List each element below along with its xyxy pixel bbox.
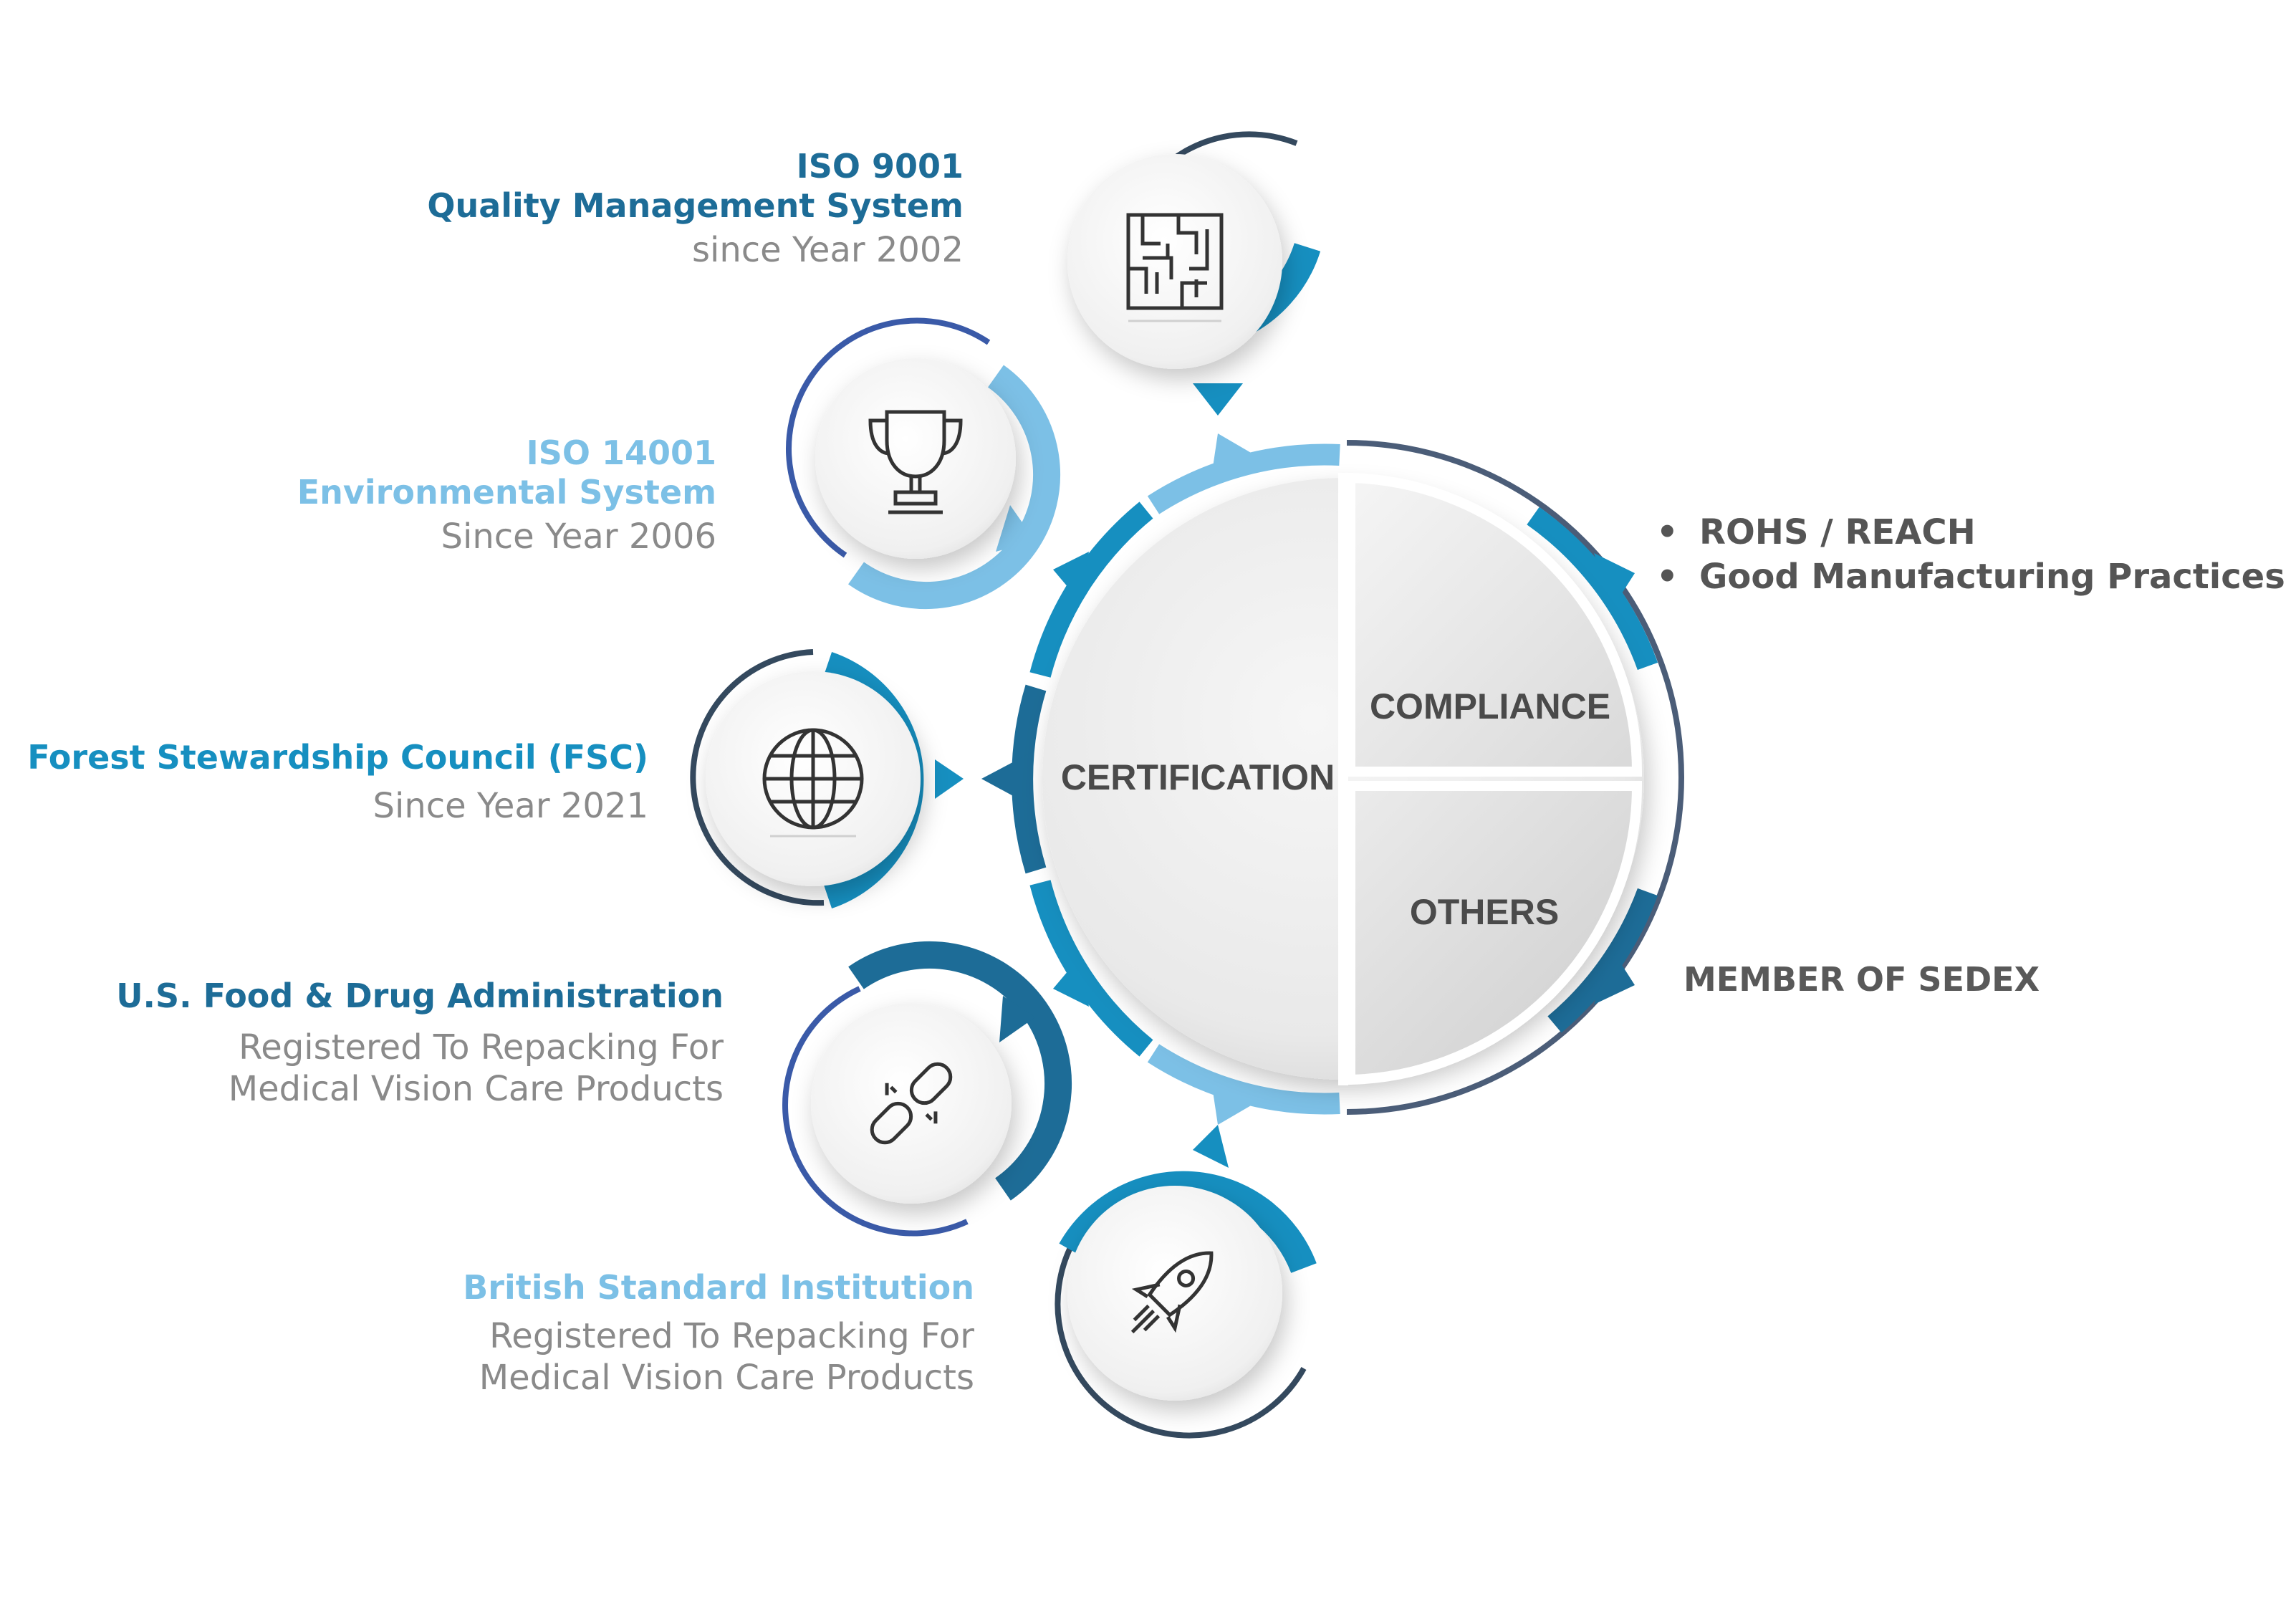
node-iso-14001 — [785, 317, 1061, 610]
iso-9001-block: ISO 9001 Quality Management System since… — [427, 147, 964, 272]
iso-9001-title-line-1: ISO 9001 — [796, 147, 964, 186]
core-pointer-bottom — [1211, 1077, 1261, 1125]
node-bsi — [1055, 1125, 1317, 1439]
bsi-subtitle-line-1: Registered To Repacking For — [489, 1316, 974, 1357]
trophy-icon — [868, 410, 963, 514]
fda-block: U.S. Food & Drug Administration Register… — [116, 977, 724, 1110]
iso-14001-title-line-2: Environmental System — [297, 473, 716, 512]
bsi-title: British Standard Institution — [463, 1268, 974, 1307]
core-pointer-others — [1594, 949, 1635, 1004]
rocket-icon — [1130, 1251, 1214, 1334]
bsi-subtitle-line-2: Medical Vision Care Products — [479, 1357, 974, 1398]
core-pointer-lower-left — [1053, 956, 1089, 1007]
globe-icon — [762, 728, 864, 838]
node-iso-9001 — [1067, 131, 1321, 416]
core-pointer-upper-left — [1053, 552, 1089, 602]
node-fda — [782, 941, 1072, 1237]
core-pointer-left — [981, 752, 1032, 806]
bsi-block: British Standard Institution Registered … — [463, 1268, 974, 1398]
fda-subtitle-line-1: Registered To Repacking For — [239, 1027, 724, 1068]
fsc-subtitle: Since Year 2021 — [373, 786, 648, 827]
segment-others-label: OTHERS — [1410, 892, 1559, 932]
others-segment — [1345, 781, 1643, 1085]
core-pointer-compliance — [1594, 553, 1635, 609]
maze-icon — [1126, 213, 1224, 322]
compliance-item-label: ROHS / REACH — [1699, 512, 1976, 552]
compliance-list: • ROHS / REACH • Good Manufacturing Prac… — [1648, 510, 2285, 599]
compliance-list-item: • Good Manufacturing Practices — [1648, 555, 2285, 599]
segment-compliance-label: COMPLIANCE — [1370, 686, 1610, 726]
compliance-list-item: • ROHS / REACH — [1648, 510, 2285, 555]
core-ring-compliance — [1527, 507, 1658, 671]
iso-14001-subtitle: Since Year 2006 — [441, 517, 716, 557]
compliance-item-label: Good Manufacturing Practices — [1699, 557, 2285, 597]
compliance-segment — [1345, 472, 1643, 777]
bullet-dot: • — [1656, 512, 1678, 552]
fda-subtitle-line-2: Medical Vision Care Products — [228, 1068, 724, 1109]
core-pointer-top — [1211, 433, 1261, 481]
iso-14001-title-line-1: ISO 14001 — [526, 433, 716, 472]
fsc-block: Forest Stewardship Council (FSC) Since Y… — [27, 738, 648, 827]
fsc-title: Forest Stewardship Council (FSC) — [27, 738, 648, 777]
iso-9001-title-line-2: Quality Management System — [427, 186, 964, 226]
core-circle: CERTIFICATION COMPLIANCE OTHERS — [981, 433, 1684, 1125]
segment-certification-label: CERTIFICATION — [1061, 757, 1335, 797]
node-fsc — [690, 649, 964, 908]
iso-14001-block: ISO 14001 Environmental System Since Yea… — [297, 433, 716, 558]
others-label: MEMBER OF SEDEX — [1683, 960, 2040, 999]
chain-link-icon — [870, 1062, 953, 1145]
iso-9001-subtitle: since Year 2002 — [692, 230, 964, 271]
fda-title: U.S. Food & Drug Administration — [116, 977, 724, 1015]
bullet-dot: • — [1656, 557, 1678, 597]
